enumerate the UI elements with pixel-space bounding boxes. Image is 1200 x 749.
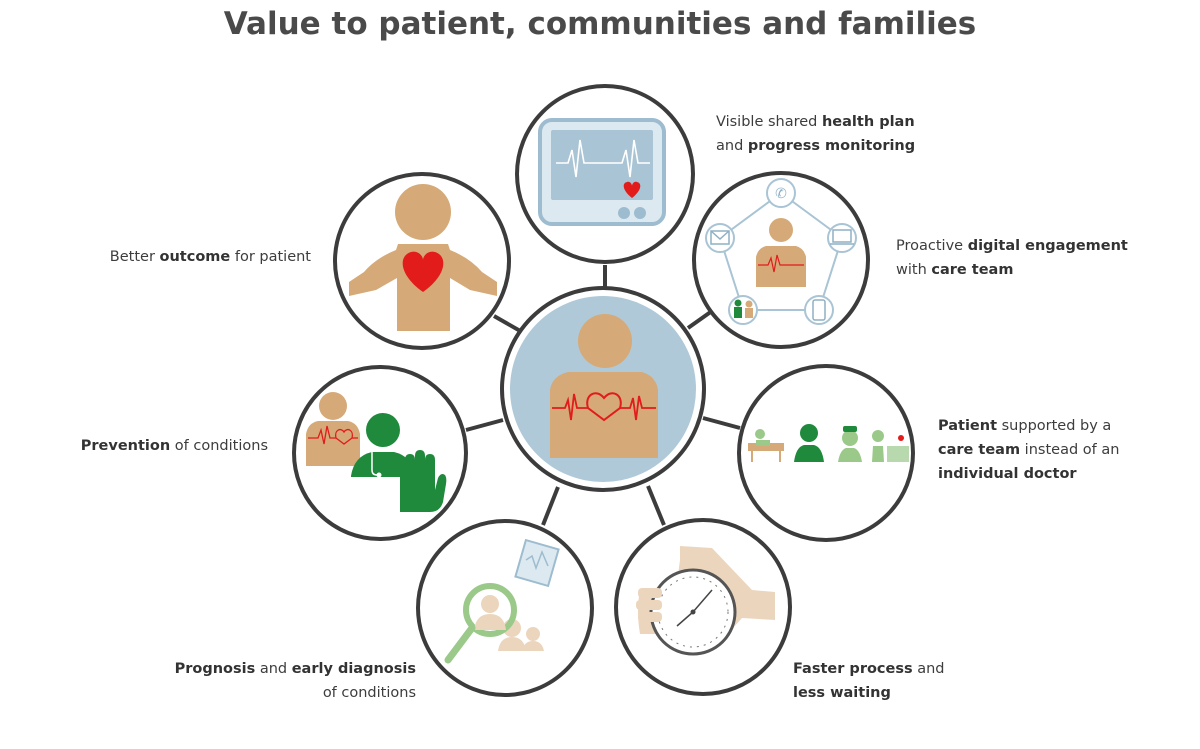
page-title: Value to patient, communities and famili…: [223, 6, 977, 42]
digital-network-icon: ✆: [705, 178, 857, 325]
connector-digital: [686, 309, 714, 330]
prognosis-node: [416, 519, 594, 697]
outcome-node: [333, 172, 511, 350]
care-team-icon: [748, 424, 909, 462]
stopwatch-hand-icon: [636, 546, 775, 656]
prevention-node: [292, 365, 468, 541]
diagnosis-magnifier-icon: [444, 538, 560, 664]
svg-text:✆: ✆: [775, 186, 787, 202]
faster-node: [614, 518, 792, 696]
connector-prevention: [465, 418, 504, 432]
care-team-node: [737, 364, 915, 542]
label-faster: Faster process and less waiting: [793, 661, 945, 701]
monitoring-node: [515, 84, 695, 264]
patient-heart-icon: [349, 184, 497, 331]
label-digital: Proactive digital engagement with care t…: [896, 238, 1128, 278]
label-care-team: Patient supported by a care team instead…: [938, 418, 1120, 482]
connector-faster: [646, 485, 666, 526]
connector-prognosis: [541, 486, 560, 526]
label-monitoring: Visible shared health plan and progress …: [716, 114, 916, 154]
label-prognosis: Prognosis and early diagnosis of conditi…: [174, 661, 416, 701]
connector-lines: [465, 265, 741, 526]
heart-monitor-icon: [538, 118, 666, 226]
doctor-stop-hand-icon: [306, 392, 447, 512]
label-outcome: Better outcome for patient: [109, 249, 311, 265]
connector-outcome: [493, 314, 523, 334]
label-prevention: Prevention of conditions: [80, 438, 268, 454]
digital-node: ✆: [692, 171, 870, 349]
center-patient-node: [500, 286, 706, 492]
patient-heartbeat-icon: [550, 314, 658, 458]
connector-care-team: [702, 416, 741, 430]
